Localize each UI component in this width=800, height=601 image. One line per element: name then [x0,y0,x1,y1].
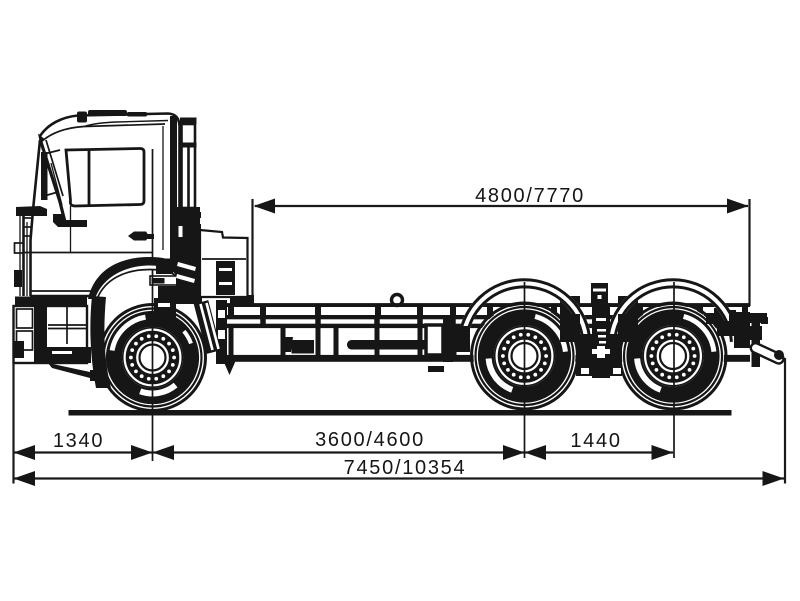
svg-text:7450/10354: 7450/10354 [344,457,467,479]
svg-text:3600/4600: 3600/4600 [315,429,425,451]
svg-text:1340: 1340 [53,430,104,452]
svg-text:1440: 1440 [570,430,621,452]
svg-text:4800/7770: 4800/7770 [475,185,585,207]
